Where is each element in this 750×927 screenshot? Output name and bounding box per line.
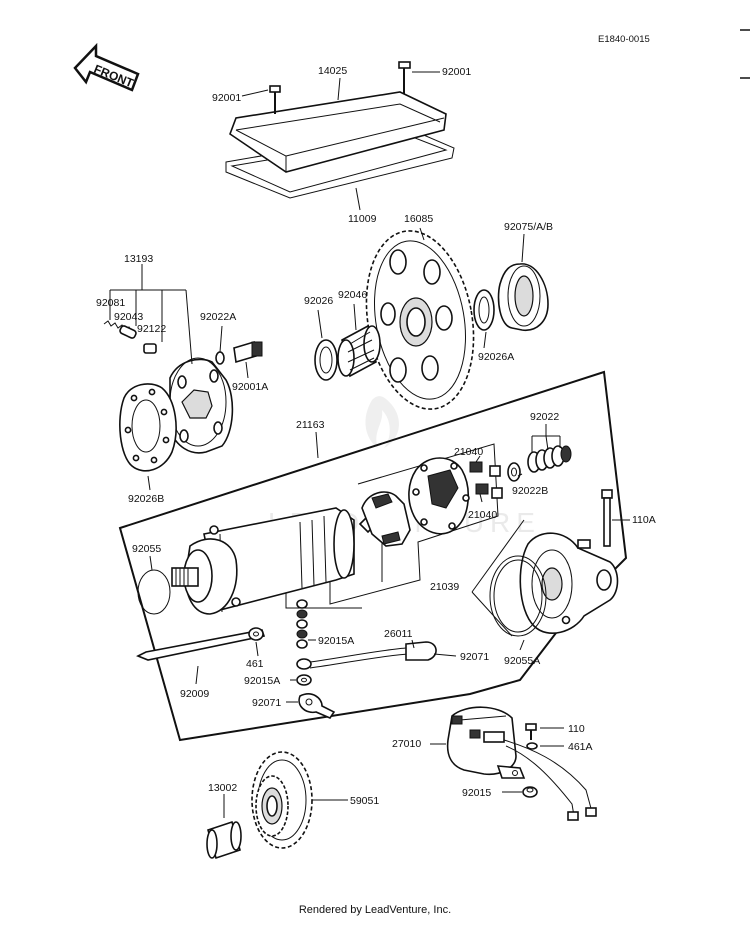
bolt-icon [525, 723, 537, 740]
idle-shaft-part [206, 820, 242, 860]
label-16085: 16085 [404, 213, 433, 225]
bolt-icon [233, 340, 263, 364]
label-92001A: 92001A [232, 381, 268, 393]
label-26011: 26011 [384, 628, 413, 640]
o-ring-part [489, 555, 547, 637]
label-110A: 110A [632, 514, 656, 526]
brush-part [469, 461, 503, 499]
starter-relay-part [446, 706, 597, 821]
cover-part [229, 91, 447, 173]
label-13193: 13193 [124, 253, 153, 265]
label-92055: 92055 [132, 543, 161, 555]
label-13002: 13002 [208, 782, 237, 794]
label-92081: 92081 [96, 297, 125, 309]
cover-assembly [225, 61, 455, 211]
label-92015A-bottom: 92015A [244, 675, 280, 687]
starter-clutch-gear-part [365, 230, 475, 410]
label-11009: 11009 [348, 213, 377, 225]
brush-holder-part [361, 491, 411, 547]
idle-gear-part [251, 751, 313, 849]
label-92001-right: 92001 [442, 66, 471, 78]
front-arrow-icon: FRONT [73, 42, 140, 92]
label-92071-right: 92071 [460, 651, 489, 663]
clutch-plate-part [119, 383, 177, 472]
label-21040-bottom: 21040 [468, 509, 497, 521]
roller-part [143, 343, 157, 354]
label-92055A: 92055A [504, 655, 540, 667]
label-110: 110 [568, 723, 585, 735]
label-59051: 59051 [350, 795, 379, 807]
label-92022B: 92022B [512, 485, 548, 497]
label-21039: 21039 [430, 581, 459, 593]
label-14025: 14025 [318, 65, 347, 77]
flame-logo-icon [365, 396, 399, 448]
label-461: 461 [246, 658, 264, 670]
starter-clutch-housing-part [169, 357, 234, 454]
spacer-ring-part [497, 263, 549, 331]
bolt-icon [398, 61, 411, 94]
long-bolt-part [136, 629, 266, 661]
label-92022A: 92022A [200, 311, 236, 323]
washer-part [314, 339, 338, 381]
label-21163: 21163 [296, 419, 325, 431]
starter-motor-part [171, 507, 383, 615]
label-27010: 27010 [392, 738, 421, 750]
label-92009: 92009 [180, 688, 209, 700]
nut-part [296, 674, 312, 686]
o-ring-part [137, 569, 171, 615]
label-92015A-top: 92015A [318, 635, 354, 647]
label-92001-left: 92001 [212, 92, 241, 104]
washer-part [215, 351, 225, 365]
footer-credit: Rendered by LeadVenture, Inc. [298, 904, 452, 916]
label-92122: 92122 [137, 323, 166, 335]
washer-part [526, 742, 538, 750]
washer-part [507, 462, 521, 482]
washer-part [248, 627, 264, 641]
label-92026: 92026 [304, 295, 333, 307]
label-92026A: 92026A [478, 351, 514, 363]
label-461A: 461A [568, 741, 593, 753]
terminal-nuts-part [296, 599, 308, 649]
washer-part [473, 289, 495, 331]
starter-motor-assembly-box [118, 370, 628, 742]
needle-bearing-part [337, 324, 381, 378]
label-92043: 92043 [114, 311, 143, 323]
washer-stack-part [527, 445, 572, 473]
diagram-code: E1840-0015 [598, 34, 650, 45]
label-92022: 92022 [530, 411, 559, 423]
roller-pin-part [119, 325, 137, 339]
label-92071-left: 92071 [252, 697, 281, 709]
label-92075: 92075/A/B [504, 221, 553, 233]
label-92015: 92015 [462, 787, 491, 799]
bolt-icon [269, 85, 281, 114]
label-92046: 92046 [338, 289, 367, 301]
bolt-icon [601, 489, 613, 547]
rear-cover-part [519, 532, 619, 634]
terminal-part [298, 693, 336, 719]
nut-part [522, 786, 538, 798]
end-plate-part [408, 457, 470, 535]
label-92026B: 92026B [128, 493, 164, 505]
label-21040-top: 21040 [454, 446, 483, 458]
